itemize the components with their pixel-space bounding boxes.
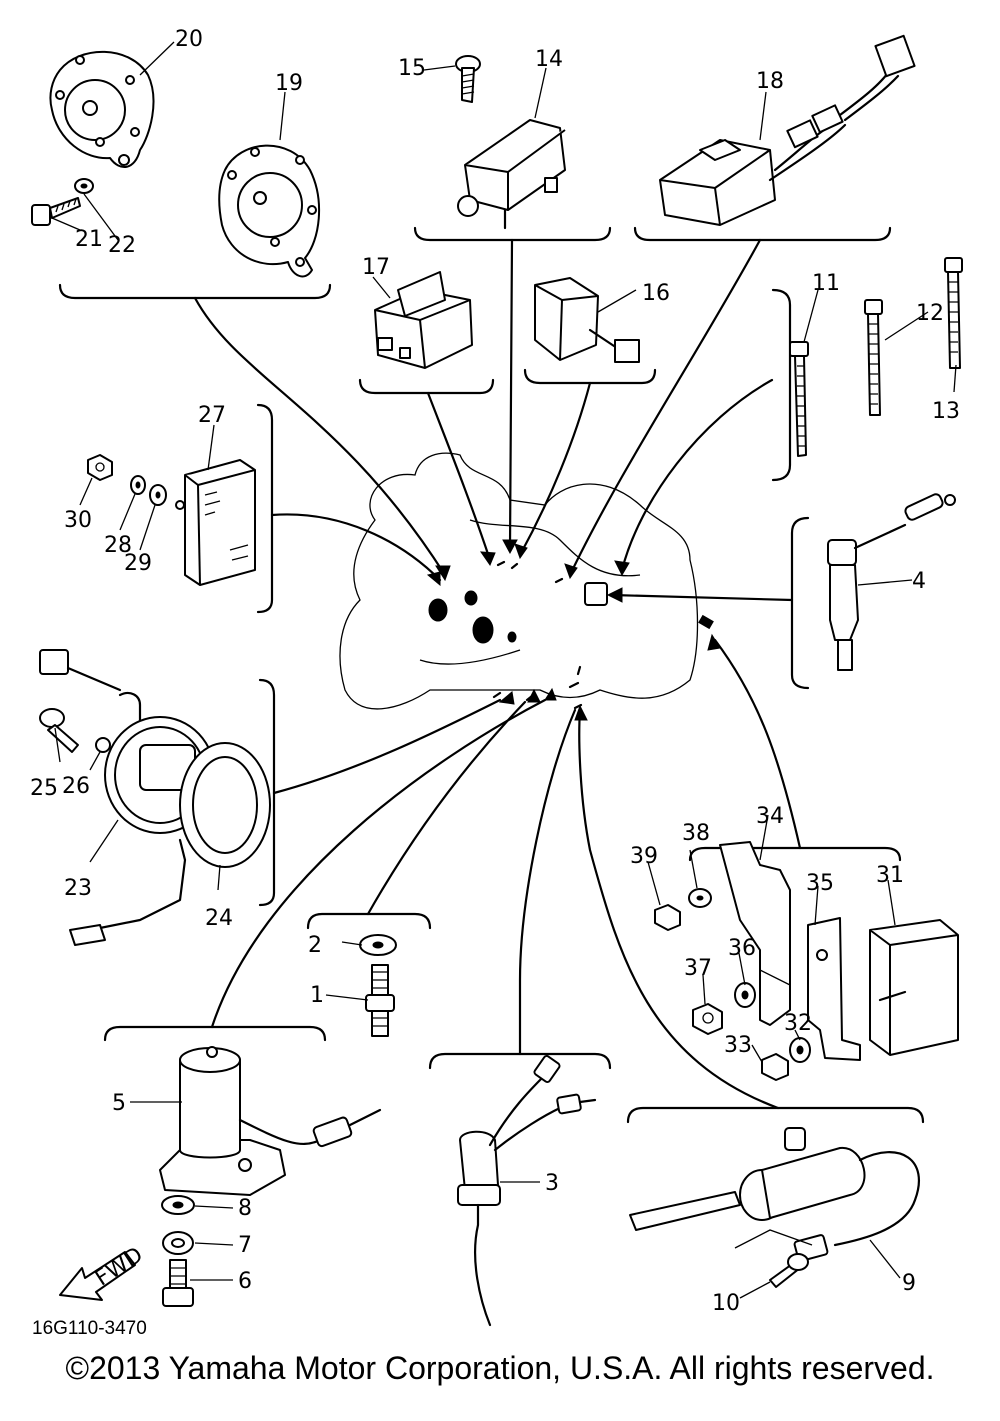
nut-37: [692, 1003, 723, 1035]
cable-tie-12: [864, 299, 883, 416]
label-31: 31: [876, 863, 904, 888]
control-unit-27: [175, 459, 256, 586]
label-18: 18: [756, 69, 784, 94]
label-24: 24: [205, 906, 233, 931]
screw-10: [769, 1253, 809, 1288]
relay-16: [534, 277, 640, 363]
label-20: 20: [175, 27, 203, 52]
label-30: 30: [64, 508, 92, 533]
washer-2: [359, 934, 397, 956]
solenoid-9: [629, 1127, 921, 1262]
label-37: 37: [684, 956, 712, 981]
frame-outline: [339, 452, 714, 710]
fwd-arrow: FWD: [59, 1243, 148, 1301]
label-9: 9: [902, 1271, 916, 1296]
bracket-35: [807, 917, 861, 1061]
relay-17: [374, 271, 473, 369]
gasket-24: [179, 742, 271, 868]
washer-8: [161, 1195, 195, 1215]
bolt-25: [39, 708, 79, 753]
label-23: 23: [64, 876, 92, 901]
washer-26: [95, 737, 111, 753]
nut-39: [654, 904, 681, 931]
part-number-labels: 20 19 21 22 15 14 18 17 16 11 12 13 27 3…: [30, 27, 960, 1316]
label-6: 6: [238, 1269, 252, 1294]
label-26: 26: [62, 774, 90, 799]
label-32: 32: [784, 1011, 812, 1036]
label-27: 27: [198, 403, 226, 428]
arrow-heads: [426, 539, 721, 721]
label-2: 2: [308, 933, 322, 958]
copyright-footer: ©2013 Yamaha Motor Corporation, U.S.A. A…: [65, 1350, 935, 1386]
label-15: 15: [398, 56, 426, 81]
washer-36: [734, 982, 756, 1008]
group-brackets: [58, 226, 925, 1124]
sensor-4: [827, 493, 956, 671]
label-33: 33: [724, 1033, 752, 1058]
relay-14: [457, 119, 566, 230]
label-38: 38: [682, 821, 710, 846]
washer-22: [74, 178, 94, 194]
parts-diagram: FWD: [30, 27, 963, 1327]
screw-15: [455, 55, 481, 103]
horn-cover-20: [49, 50, 155, 168]
fwd-label: FWD: [91, 1243, 148, 1292]
label-12: 12: [916, 301, 944, 326]
cable-tie-13: [944, 257, 963, 369]
cable-tie-11: [789, 341, 809, 457]
nut-30: [87, 454, 113, 481]
label-3: 3: [545, 1171, 559, 1196]
bracket-34: [719, 841, 791, 1026]
label-7: 7: [238, 1233, 252, 1258]
nut-33: [761, 1053, 789, 1081]
drawing-code: 16G110-3470: [32, 1318, 147, 1339]
connector-lines: [193, 238, 802, 1110]
label-16: 16: [642, 281, 670, 306]
label-36: 36: [728, 936, 756, 961]
label-29: 29: [124, 551, 152, 576]
label-22: 22: [108, 233, 136, 258]
label-28: 28: [104, 533, 132, 558]
label-1: 1: [310, 983, 324, 1008]
label-4: 4: [912, 569, 926, 594]
plate-31: [869, 919, 959, 1056]
label-5: 5: [112, 1091, 126, 1116]
label-11: 11: [812, 271, 840, 296]
label-14: 14: [535, 47, 563, 72]
label-34: 34: [756, 804, 784, 829]
label-10: 10: [712, 1291, 740, 1316]
screw-10-guide: [734, 1229, 813, 1249]
unit-18: [659, 34, 916, 226]
bolt-21: [31, 197, 81, 226]
switch-3: [457, 1055, 597, 1327]
stud-1: [365, 964, 395, 1037]
label-19: 19: [275, 71, 303, 96]
label-8: 8: [238, 1196, 252, 1221]
label-21: 21: [75, 227, 103, 252]
washer-29: [149, 484, 167, 506]
label-39: 39: [630, 844, 658, 869]
label-17: 17: [362, 255, 390, 280]
label-13: 13: [932, 399, 960, 424]
unit-5: [159, 1046, 382, 1196]
number-leaders: [51, 41, 957, 1299]
horn-19: [218, 144, 321, 278]
washer-7: [162, 1231, 194, 1255]
washer-38: [688, 888, 712, 908]
washer-32: [789, 1037, 811, 1063]
bolt-6: [162, 1259, 194, 1307]
washer-28: [130, 475, 146, 495]
label-25: 25: [30, 776, 58, 801]
label-35: 35: [806, 871, 834, 896]
